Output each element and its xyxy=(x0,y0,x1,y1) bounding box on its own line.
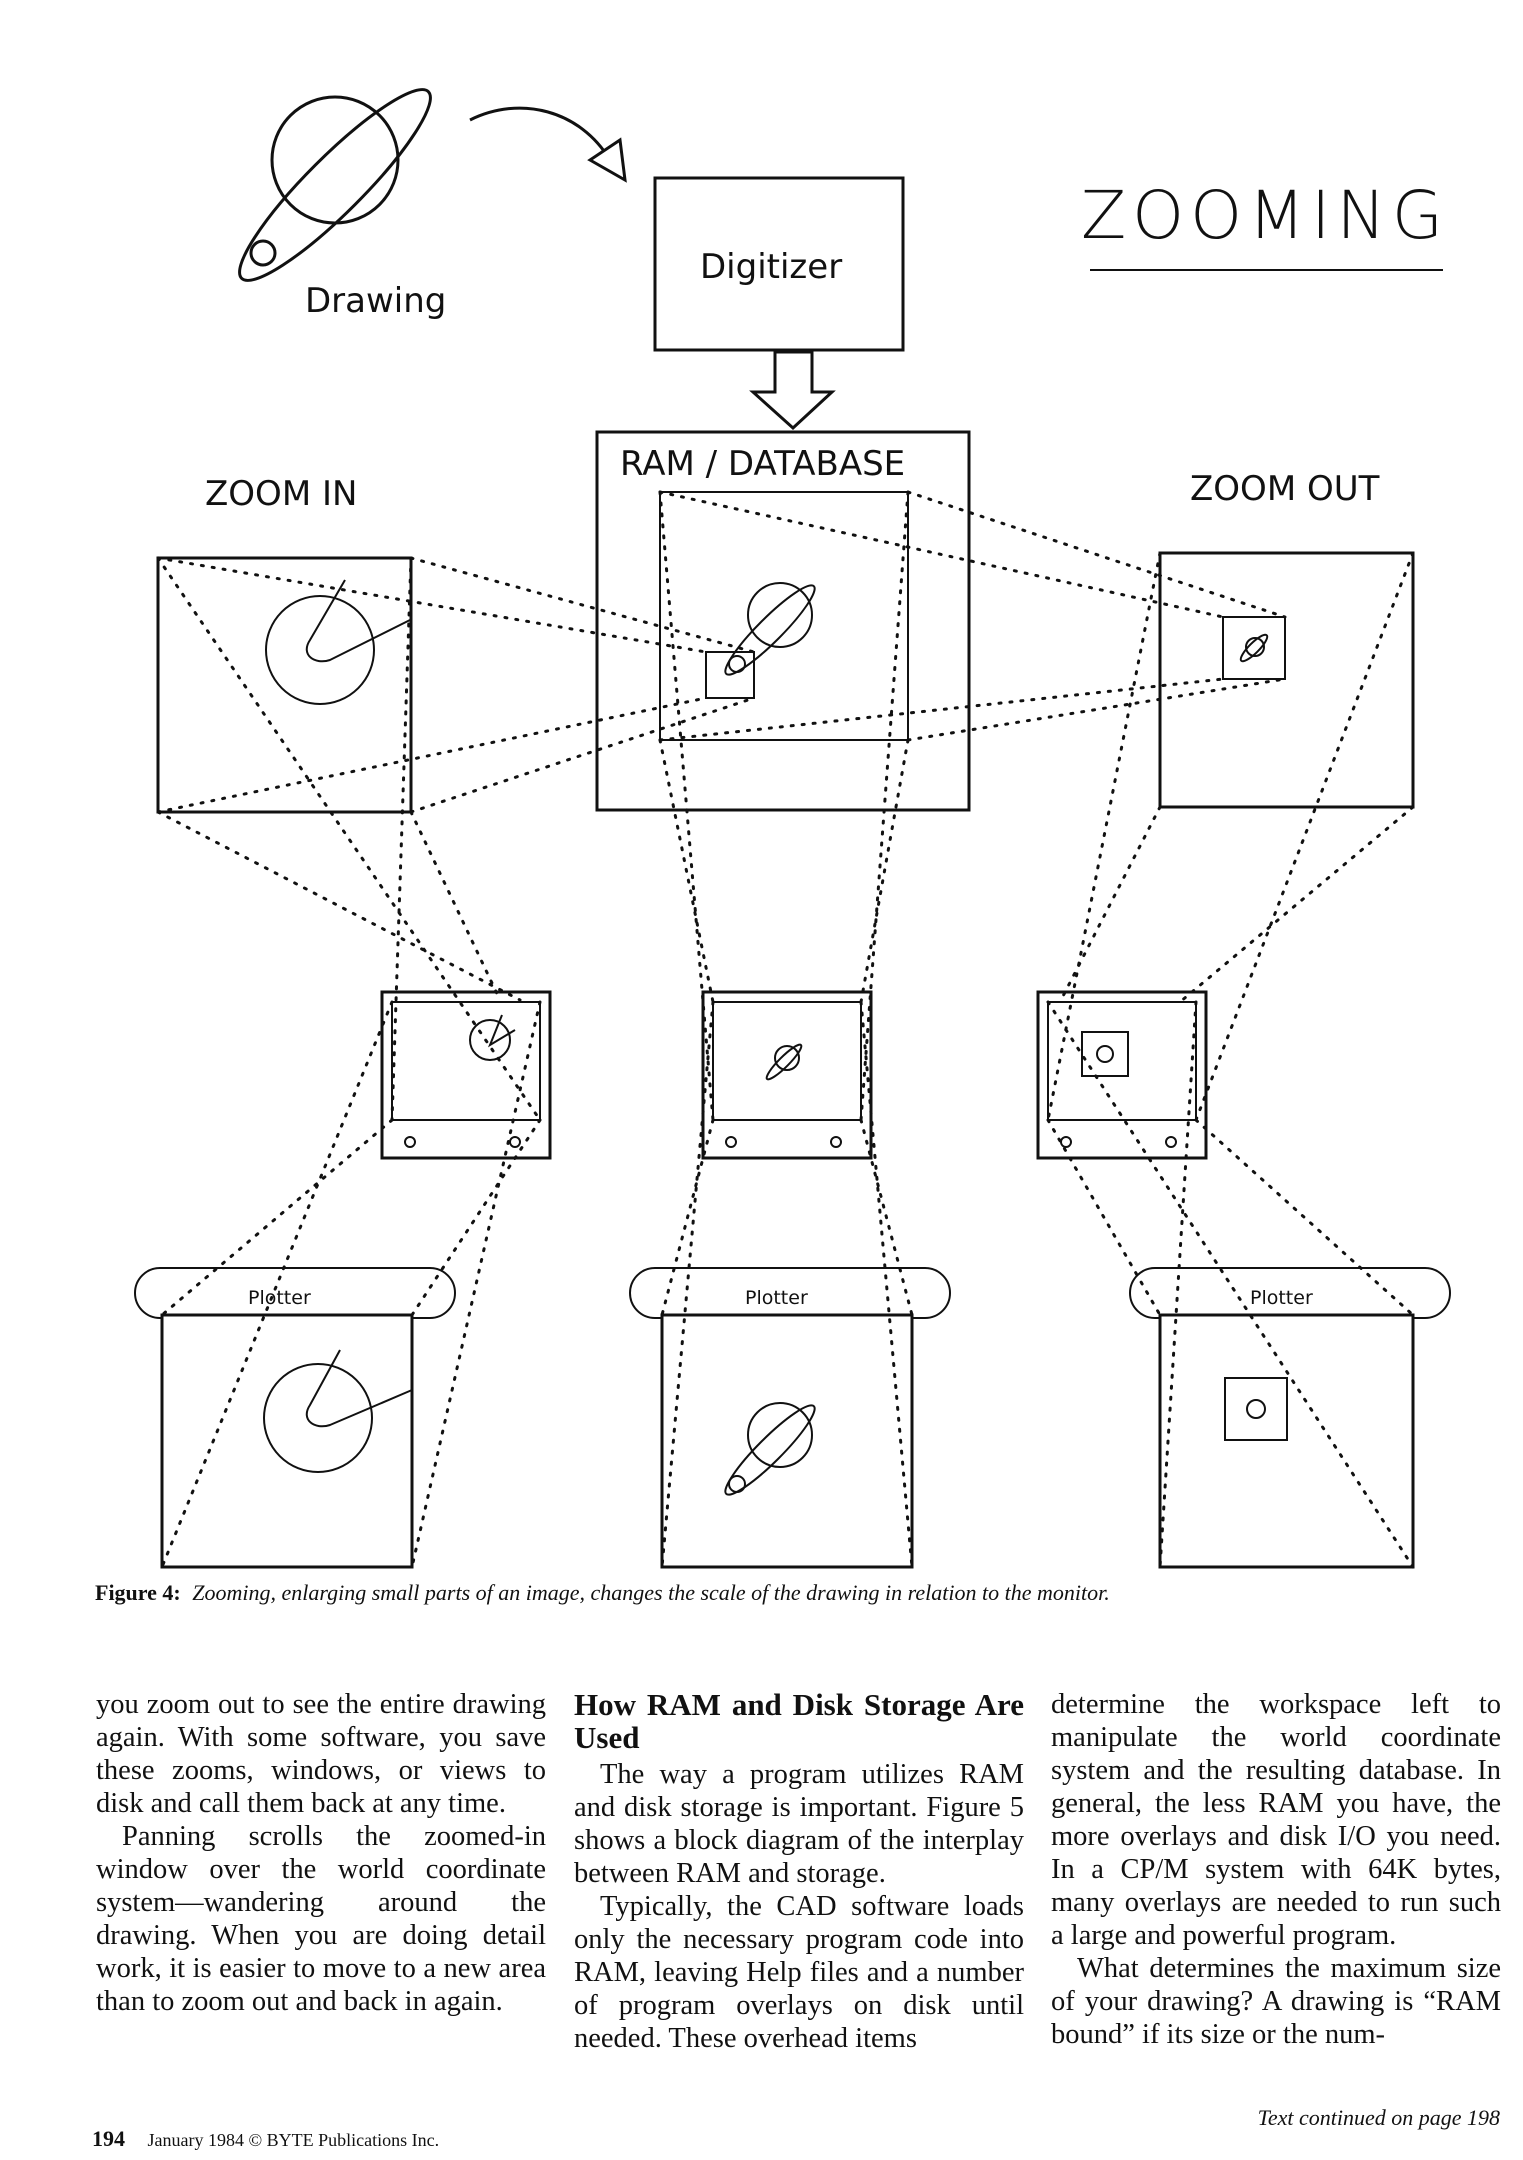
plotter-label: Plotter xyxy=(745,1287,808,1309)
continued-note: Text continued on page 198 xyxy=(1257,2105,1500,2130)
article-column-1: you zoom out to see the entire drawing a… xyxy=(96,1688,546,2018)
page-number: 194 xyxy=(92,2126,125,2151)
article-column-3: determine the workspace left to manipula… xyxy=(1051,1688,1501,2051)
paragraph: The way a program utilizes RAM and disk … xyxy=(574,1759,1024,1889)
paragraph: Panning scrolls the zoomed-in window ove… xyxy=(96,1821,546,2017)
zooming-figure: ZOOMING Drawing Digitizer RAM / DATABASE… xyxy=(134,88,1451,1569)
figure-caption-text: Zooming, enlarging small parts of an ima… xyxy=(192,1580,1110,1605)
zoom-out-label: ZOOM OUT xyxy=(1190,469,1380,509)
paragraph: you zoom out to see the entire drawing a… xyxy=(96,1689,546,1819)
paragraph: Typically, the CAD software loads only t… xyxy=(574,1891,1024,2054)
plotter-label: Plotter xyxy=(1250,1287,1313,1309)
figure-caption-label: Figure 4: xyxy=(95,1580,181,1605)
drawing-label: Drawing xyxy=(305,281,446,321)
paragraph: determine the workspace left to manipula… xyxy=(1051,1689,1501,1951)
ram-database-label: RAM / DATABASE xyxy=(620,444,905,484)
page-footer: 194 January 1984 © BYTE Publications Inc… xyxy=(92,2126,439,2152)
section-heading: How RAM and Disk Storage Are Used xyxy=(574,1687,1024,1755)
digitizer-label: Digitizer xyxy=(700,247,842,287)
figure-title: ZOOMING xyxy=(1081,177,1449,254)
paragraph: What determines the maximum size of your… xyxy=(1051,1953,1501,2050)
figure-caption: Figure 4: Zooming, enlarging small parts… xyxy=(95,1580,1495,1606)
article-column-2: How RAM and Disk Storage Are Used The wa… xyxy=(574,1688,1024,2055)
footer-text: January 1984 © BYTE Publications Inc. xyxy=(147,2130,440,2150)
zoom-in-label: ZOOM IN xyxy=(205,474,357,514)
plotter-label: Plotter xyxy=(248,1287,311,1309)
